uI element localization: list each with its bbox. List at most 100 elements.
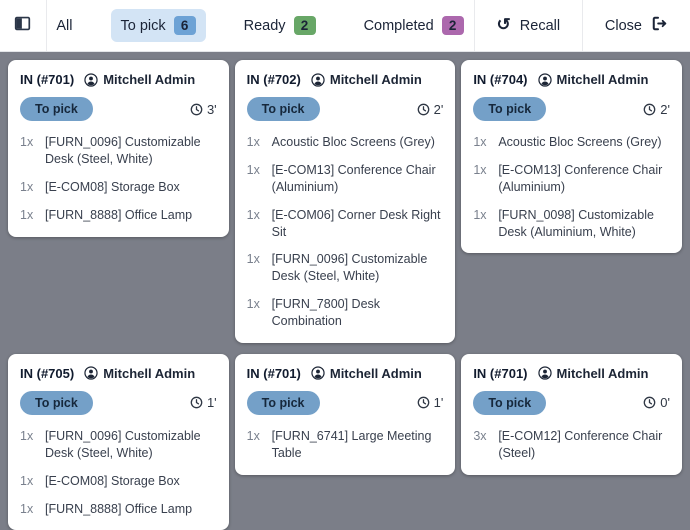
- line-product: [FURN_6741] Large Meeting Table: [271, 428, 432, 460]
- close-button[interactable]: Close: [582, 0, 690, 51]
- line-product: [E-COM08] Storage Box: [45, 179, 180, 194]
- tab-to-pick[interactable]: To pick 6: [110, 9, 206, 42]
- product-line: 1x [FURN_0096] Customizable Desk (Steel,…: [20, 134, 217, 168]
- line-product: [FURN_0096] Customizable Desk (Steel, Wh…: [45, 135, 201, 166]
- line-product: [FURN_8888] Office Lamp: [45, 207, 193, 222]
- scheduled-time: 1': [417, 395, 443, 410]
- tab-all[interactable]: All: [46, 11, 82, 41]
- scheduled-time-value: 1': [206, 395, 217, 411]
- line-qty: 1x: [246, 162, 260, 177]
- status-pill: To pick: [20, 390, 93, 415]
- line-product: [E-COM13] Conference Chair (Aluminium): [271, 162, 436, 194]
- topbar: All To pick 6 Ready 2 Completed 2 ↺ Reca…: [0, 0, 690, 52]
- picking-kanban: IN (#701) Mitchell Admin To pick 3': [0, 52, 690, 530]
- tab-ready-label: Ready: [243, 17, 286, 34]
- status-row: To pick 1': [18, 390, 219, 415]
- product-lines: 1x [FURN_0096] Customizable Desk (Steel,…: [18, 428, 219, 518]
- scheduled-time-value: 2': [433, 101, 444, 117]
- line-product: Acoustic Bloc Screens (Grey): [271, 135, 435, 149]
- product-line: 1x [E-COM06] Corner Desk Right Sit: [247, 207, 444, 241]
- status-pill: To pick: [246, 390, 320, 415]
- responsible-user-name: Mitchell Admin: [103, 365, 196, 381]
- status-row: To pick 3': [18, 97, 219, 121]
- product-line: 1x [FURN_0096] Customizable Desk (Steel,…: [20, 428, 217, 462]
- picking-card[interactable]: IN (#702) Mitchell Admin To pick 2': [234, 60, 456, 343]
- responsible-user-name: Mitchell Admin: [556, 365, 649, 381]
- tab-all-label: All: [56, 17, 73, 34]
- clock-icon: [190, 397, 203, 409]
- picking-card[interactable]: IN (#701) Mitchell Admin To pick 0': [461, 353, 682, 475]
- filter-tabs: All To pick 6 Ready 2 Completed 2: [46, 0, 473, 51]
- line-qty: 1x: [246, 428, 260, 443]
- product-lines: 1x Acoustic Bloc Screens (Grey) 1x [E-CO…: [245, 134, 446, 330]
- topbar-divider: [473, 0, 475, 51]
- scheduled-time-value: 0': [660, 395, 670, 411]
- line-qty: 1x: [20, 473, 34, 488]
- line-qty: 1x: [20, 179, 34, 194]
- line-product: [FURN_0098] Customizable Desk (Aluminium…: [498, 207, 654, 239]
- picking-card[interactable]: IN (#705) Mitchell Admin To pick 1': [8, 353, 229, 530]
- user-icon: [311, 72, 325, 87]
- responsible-user: Mitchell Admin: [537, 72, 648, 87]
- scheduled-time: 2': [417, 101, 444, 117]
- scheduled-time-value: 3': [206, 101, 217, 117]
- line-qty: 1x: [20, 207, 34, 222]
- tab-to-pick-label: To pick: [120, 17, 166, 34]
- status-row: To pick 2': [245, 97, 446, 121]
- picking-card[interactable]: IN (#704) Mitchell Admin To pick 2': [461, 60, 682, 254]
- product-line: 1x [E-COM08] Storage Box: [20, 179, 217, 196]
- picking-card-header: IN (#701) Mitchell Admin: [18, 70, 219, 87]
- sidebar-toggle-button[interactable]: [0, 0, 46, 51]
- line-product: [E-COM12] Conference Chair (Steel): [498, 428, 663, 460]
- picking-card[interactable]: IN (#701) Mitchell Admin To pick 1': [234, 353, 456, 475]
- user-icon: [84, 366, 98, 381]
- product-line: 1x [E-COM08] Storage Box: [20, 473, 217, 490]
- line-qty: 3x: [473, 428, 487, 443]
- line-qty: 1x: [20, 501, 34, 516]
- sign-out-icon: [651, 15, 668, 36]
- product-lines: 3x [E-COM12] Conference Chair (Steel): [471, 428, 672, 462]
- product-line: 1x [E-COM13] Conference Chair (Aluminium…: [247, 162, 444, 196]
- line-product: [E-COM06] Corner Desk Right Sit: [271, 207, 441, 239]
- line-product: [FURN_0096] Customizable Desk (Steel, Wh…: [271, 252, 428, 284]
- scheduled-time: 1': [190, 395, 217, 410]
- user-icon: [84, 72, 98, 87]
- product-line: 1x [FURN_0096] Customizable Desk (Steel,…: [247, 251, 444, 285]
- line-qty: 1x: [246, 297, 260, 312]
- picking-card-header: IN (#702) Mitchell Admin: [245, 70, 446, 87]
- sidebar-toggle-icon: [14, 15, 31, 37]
- product-lines: 1x [FURN_0096] Customizable Desk (Steel,…: [18, 134, 219, 224]
- line-product: [FURN_0096] Customizable Desk (Steel, Wh…: [45, 428, 201, 460]
- line-qty: 1x: [246, 207, 260, 222]
- card-row-1: IN (#701) Mitchell Admin To pick 3': [8, 60, 682, 343]
- tab-ready[interactable]: Ready 2: [234, 9, 326, 42]
- picking-card[interactable]: IN (#701) Mitchell Admin To pick 3': [8, 60, 229, 237]
- product-line: 1x [FURN_8888] Office Lamp: [20, 207, 217, 224]
- responsible-user: Mitchell Admin: [84, 366, 195, 381]
- clock-icon: [643, 397, 656, 409]
- status-pill: To pick: [473, 390, 547, 415]
- line-product: [FURN_8888] Office Lamp: [45, 501, 193, 516]
- tab-completed[interactable]: Completed 2: [354, 9, 474, 42]
- recall-button[interactable]: ↺ Recall: [474, 0, 583, 51]
- picking-reference: IN (#701): [246, 365, 301, 381]
- line-qty: 1x: [20, 135, 34, 149]
- topbar-divider: [45, 0, 47, 51]
- responsible-user-name: Mitchell Admin: [103, 72, 196, 87]
- scheduled-time: 3': [190, 102, 217, 117]
- line-qty: 1x: [20, 428, 34, 443]
- picking-card-header: IN (#701) Mitchell Admin: [471, 364, 672, 381]
- status-pill: To pick: [473, 97, 547, 121]
- picking-card-header: IN (#701) Mitchell Admin: [245, 364, 446, 381]
- product-line: 3x [E-COM12] Conference Chair (Steel): [473, 428, 670, 462]
- picking-reference: IN (#702): [246, 72, 301, 87]
- picking-reference: IN (#701): [20, 72, 75, 87]
- clock-icon: [643, 103, 656, 115]
- scheduled-time: 0': [643, 395, 670, 410]
- responsible-user: Mitchell Admin: [84, 72, 195, 87]
- ready-count-badge: 2: [293, 16, 316, 35]
- picking-reference: IN (#705): [20, 365, 75, 381]
- product-line: 1x [FURN_6741] Large Meeting Table: [247, 428, 444, 462]
- product-line: 1x [FURN_0098] Customizable Desk (Alumin…: [473, 207, 670, 241]
- recall-button-label: Recall: [519, 17, 561, 34]
